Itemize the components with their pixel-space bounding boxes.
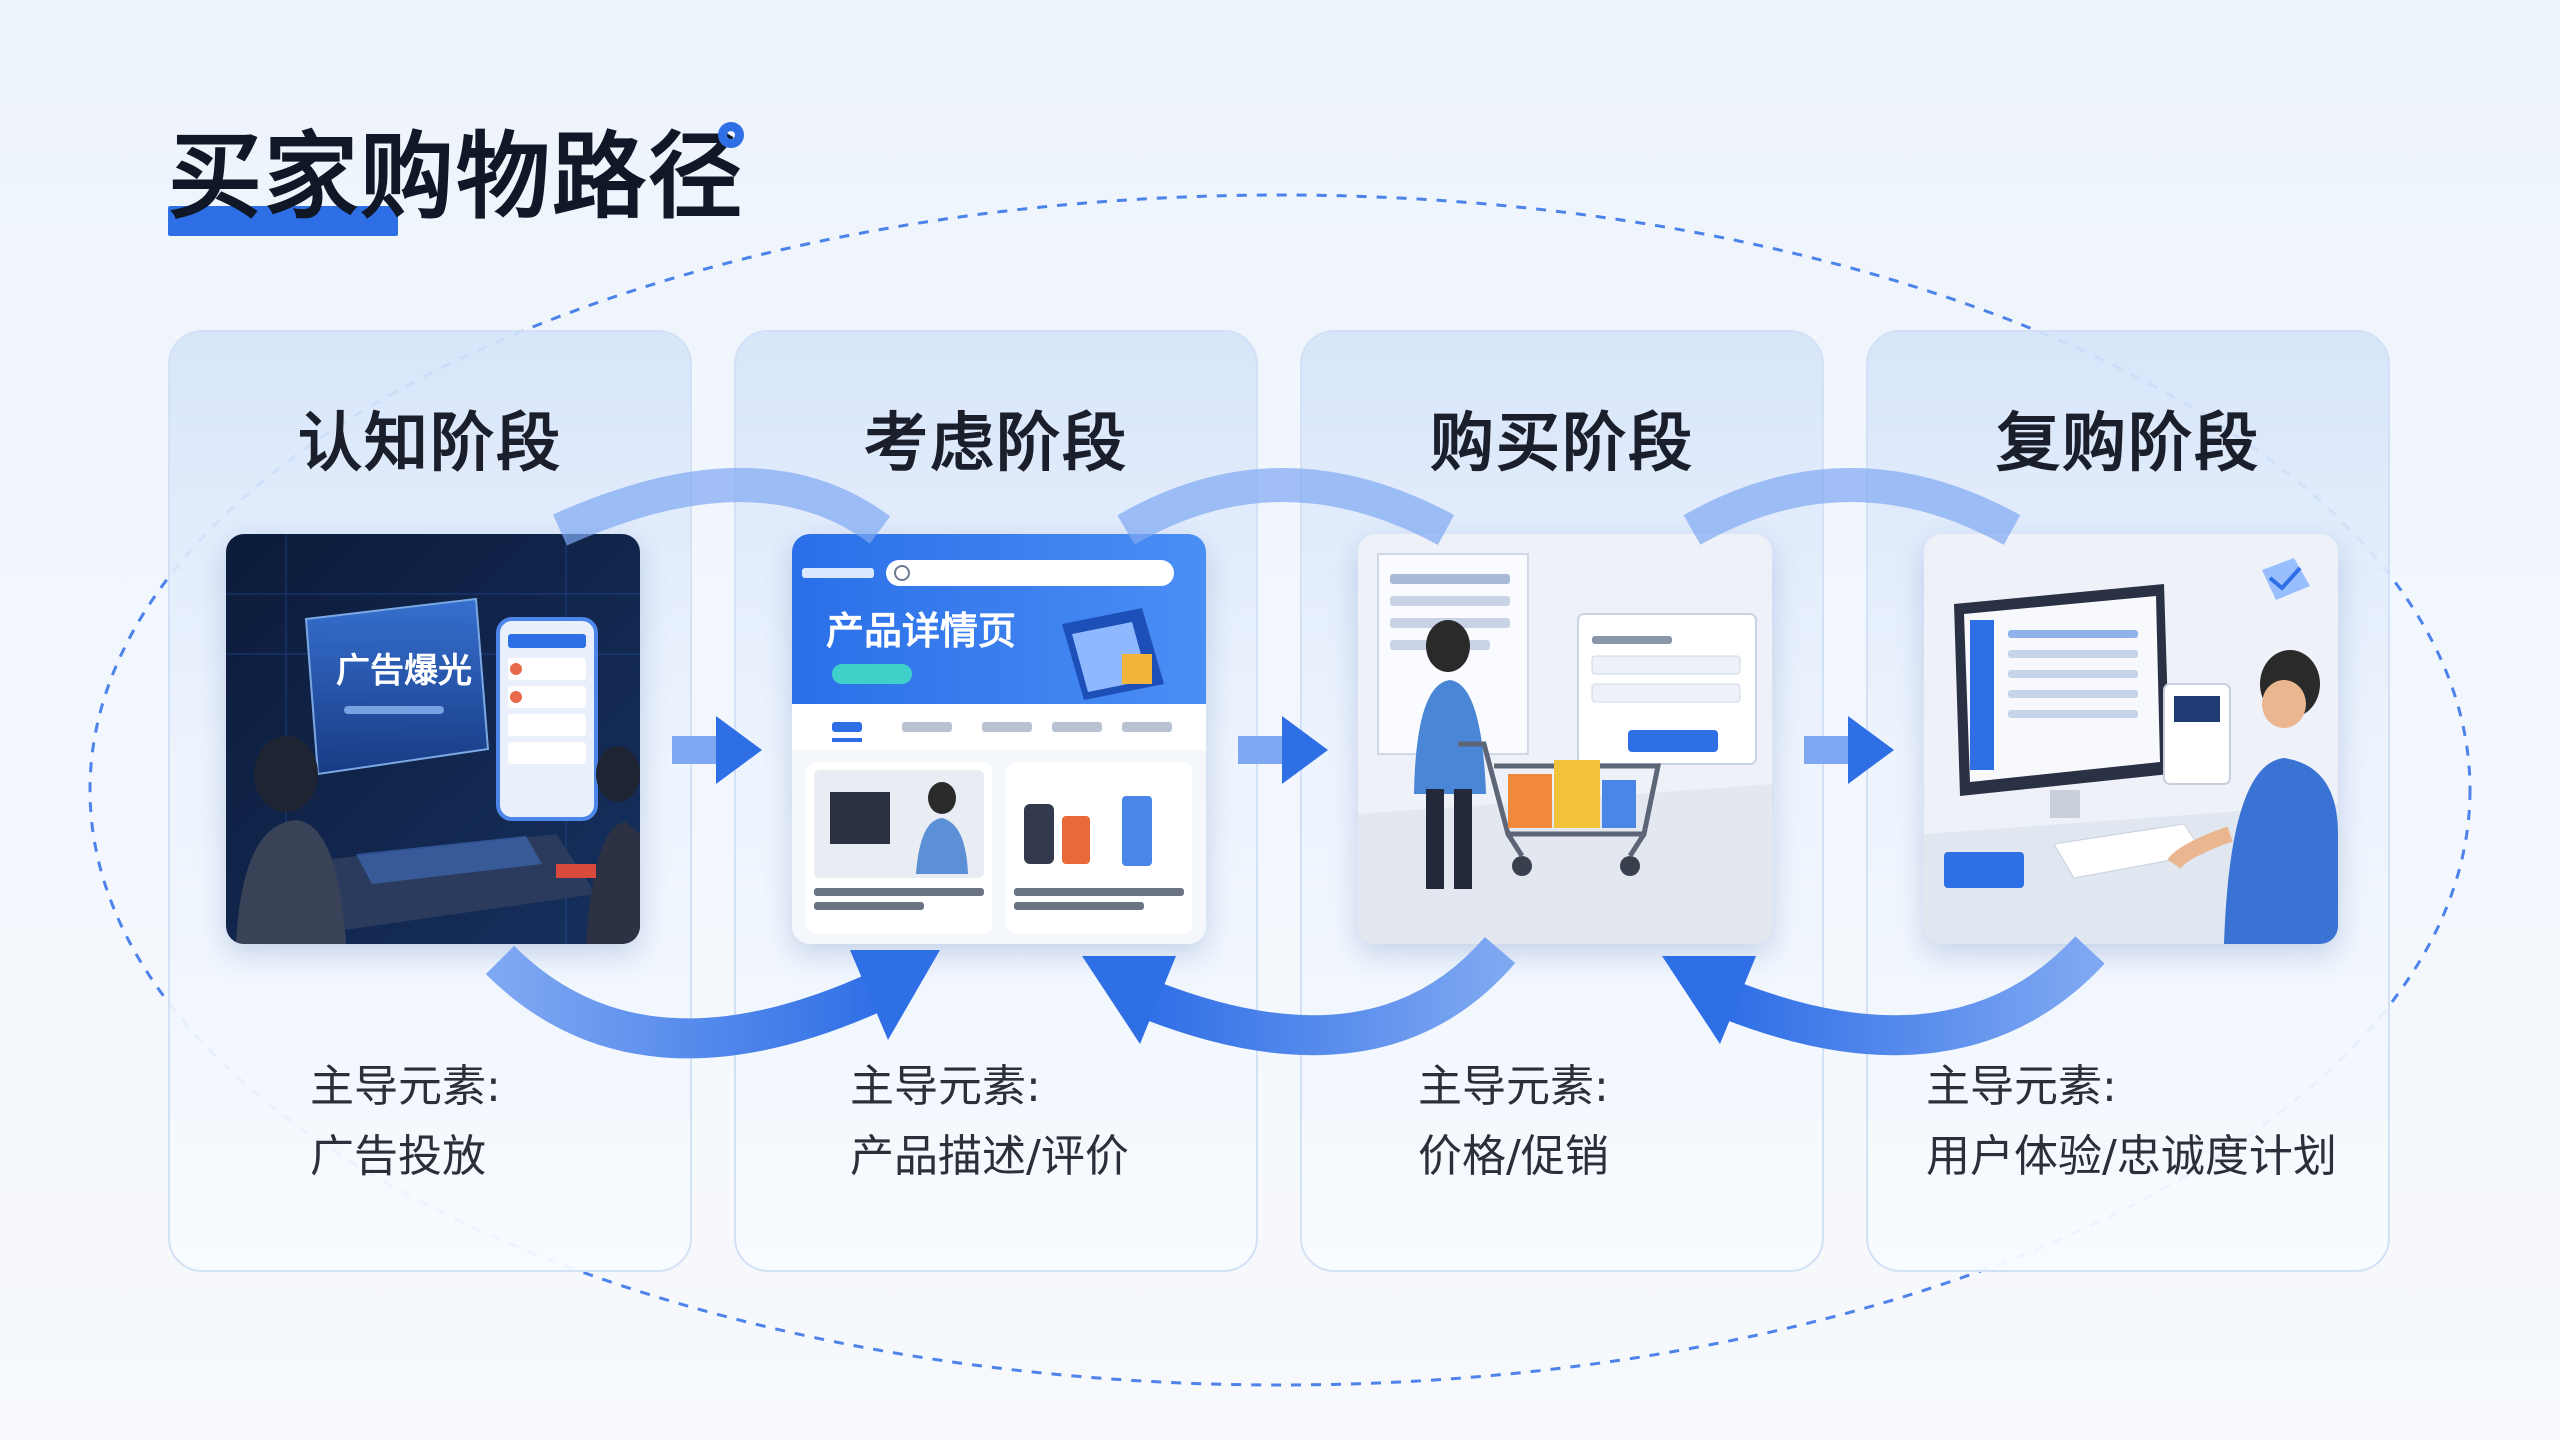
title-underline	[168, 206, 398, 236]
stage-title: 考虑阶段	[864, 407, 1128, 481]
element-label: 主导元素:	[1418, 1061, 1609, 1112]
dominant-element: 主导元素: 价格/促销	[1418, 1052, 1609, 1192]
stage-image-product-page: 产品详情页	[792, 534, 1206, 944]
element-value: 产品描述/评价	[850, 1131, 1129, 1182]
stage-title: 购买阶段	[1430, 407, 1694, 481]
element-value: 用户体验/忠诚度计划	[1926, 1131, 2337, 1182]
dominant-element: 主导元素: 产品描述/评价	[850, 1052, 1129, 1192]
element-label: 主导元素:	[310, 1061, 501, 1112]
dominant-element: 主导元素: 用户体验/忠诚度计划	[1926, 1052, 2337, 1192]
element-label: 主导元素:	[850, 1061, 1041, 1112]
product-page-caption: 产品详情页	[826, 609, 1016, 653]
stage-panel-awareness: 认知阶段 广告爆光	[168, 330, 692, 1272]
stage-image-ad-exposure: 广告爆光	[226, 534, 640, 944]
element-label: 主导元素:	[1926, 1061, 2117, 1112]
stage-panel-purchase: 购买阶段	[1300, 330, 1824, 1272]
ad-caption: 广告爆光	[336, 651, 472, 691]
element-value: 价格/促销	[1418, 1131, 1609, 1182]
stage-panel-consideration: 考虑阶段 产品详情页	[734, 330, 1258, 1272]
dashed-cycle-ellipse	[88, 193, 2472, 1387]
stage-panel-repurchase: 复购阶段	[1866, 330, 2390, 1272]
page-title: 买家购物路径	[168, 123, 745, 232]
stage-image-shopping-cart	[1358, 534, 1772, 944]
element-value: 广告投放	[310, 1131, 486, 1182]
dominant-element: 主导元素: 广告投放	[310, 1052, 501, 1192]
title-dot-icon	[718, 122, 744, 148]
page-title-block: 买家购物路径	[168, 118, 744, 238]
stage-title: 认知阶段	[298, 407, 562, 481]
stage-title: 复购阶段	[1996, 407, 2260, 481]
stage-image-customer-desk	[1924, 534, 2338, 944]
